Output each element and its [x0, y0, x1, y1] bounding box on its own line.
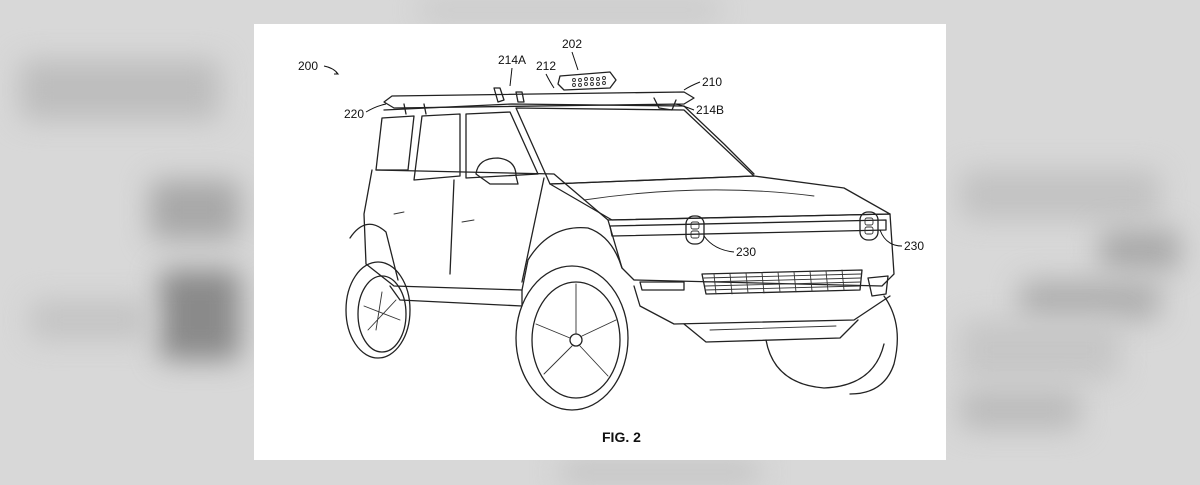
label-230-right: 230: [904, 239, 924, 253]
reference-labels: 200 202 214A 212 210 214B 220 230 230 FI…: [298, 37, 924, 445]
label-202: 202: [562, 37, 582, 51]
rear-wheel: [345, 261, 411, 359]
far-front-wheel: [765, 295, 898, 395]
label-214A: 214A: [498, 53, 526, 67]
leader-202: [571, 51, 579, 71]
leader-200-arrow: [334, 71, 340, 75]
leader-230-left: [703, 235, 735, 253]
front-wheel: [515, 265, 629, 411]
sensor-pod: [557, 71, 617, 91]
leader-200: [323, 65, 339, 75]
leader-210: [683, 81, 701, 91]
label-214B: 214B: [696, 103, 724, 117]
vehicle-drawing: 200 202 214A 212 210 214B 220 230 230 FI…: [298, 37, 924, 445]
label-212: 212: [536, 59, 556, 73]
label-230-left: 230: [736, 245, 756, 259]
leader-212: [545, 73, 555, 89]
headlight-right: [859, 211, 879, 241]
label-220: 220: [344, 107, 364, 121]
label-200: 200: [298, 59, 318, 73]
front-grille: [701, 269, 863, 295]
leader-214A: [509, 67, 513, 87]
label-210: 210: [702, 75, 722, 89]
vehicle-body: [349, 103, 895, 343]
headlight-left: [685, 215, 705, 245]
figure-caption: FIG. 2: [602, 429, 641, 445]
roof-rack: [383, 87, 695, 115]
leader-230-right: [879, 229, 903, 247]
leader-220: [365, 103, 387, 113]
patent-drawing-sheet: 200 202 214A 212 210 214B 220 230 230 FI…: [254, 24, 946, 460]
leader-214B: [675, 103, 695, 111]
